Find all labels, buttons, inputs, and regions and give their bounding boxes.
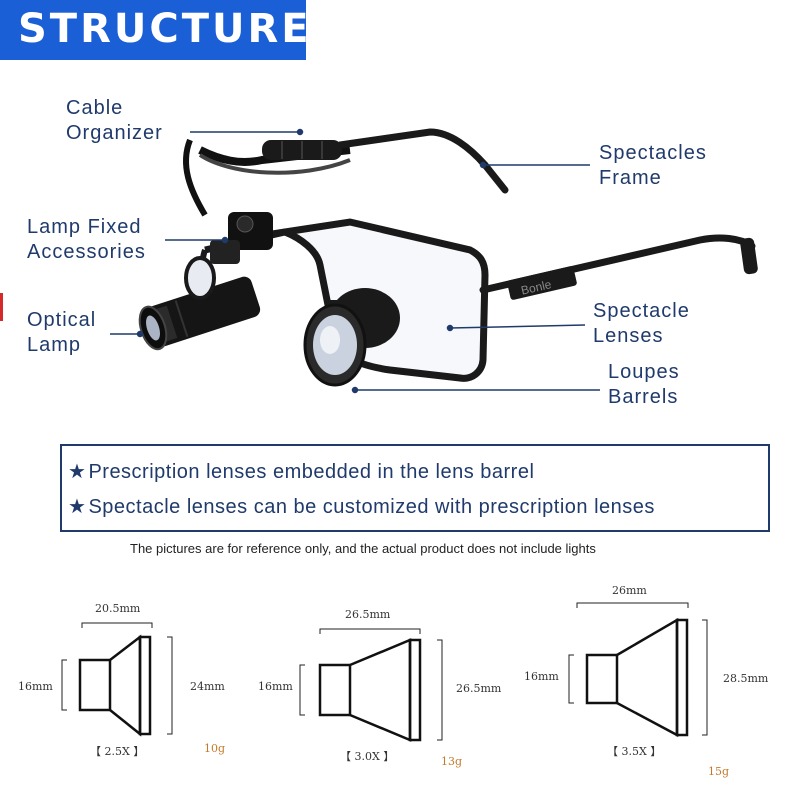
barrel2-left-dim: 16mm: [258, 680, 293, 693]
notes-box: ★Prescription lenses embedded in the len…: [60, 444, 770, 532]
optical-lamp: [138, 276, 261, 351]
brand-text: Bonle: [520, 277, 553, 298]
barrel2-right-dim: 26.5mm: [456, 682, 502, 695]
barrel1-weight: 10g: [204, 742, 225, 755]
far-temple-arm: [336, 128, 509, 194]
loupe-barrel: [303, 288, 400, 387]
barrel1-top-dim: 20.5mm: [95, 602, 141, 615]
leader-lines: [110, 128, 600, 394]
barrel-diagram-2: [318, 638, 422, 742]
callout-spectacle-lenses: Spectacle Lenses: [593, 300, 690, 347]
barrel1-magnification: 【 2.5X 】: [90, 745, 144, 758]
cable-loop: [182, 138, 208, 217]
barrel3-weight: 15g: [708, 765, 729, 778]
note-custom-lenses: ★Spectacle lenses can be customized with…: [68, 494, 655, 519]
barrel1-left-dim: 16mm: [18, 680, 53, 693]
barrel3-magnification: 【 3.5X 】: [607, 745, 661, 758]
banner-title: STRUCTURE: [18, 6, 312, 52]
barrel-diagram-1: [78, 634, 152, 737]
callout-cable-organizer: Cable Organizer: [66, 97, 163, 144]
callout-optical-lamp: Optical Lamp: [27, 309, 97, 356]
cable-lower: [198, 153, 351, 175]
edge-mark: [0, 293, 3, 321]
structure-banner: STRUCTURE: [0, 0, 309, 60]
callout-loupes-barrels: Loupes Barrels: [608, 361, 680, 408]
note-prescription-barrel: ★Prescription lenses embedded in the len…: [68, 459, 534, 484]
callout-lamp-fixed-accessories: Lamp Fixed Accessories: [27, 216, 146, 263]
barrel3-top-dim: 26mm: [612, 584, 647, 597]
barrel2-weight: 13g: [441, 755, 462, 768]
barrel-diagram-3: [585, 617, 689, 738]
barrel2-magnification: 【 3.0X 】: [340, 750, 394, 763]
brand-plate: [507, 266, 577, 300]
temple-tip: [740, 237, 758, 275]
barrel-dims-3: [568, 602, 708, 736]
barrel1-right-dim: 24mm: [190, 680, 225, 693]
left-loupe: [184, 256, 216, 300]
star-icon: ★: [68, 461, 87, 483]
star-icon: ★: [68, 496, 87, 518]
barrel3-left-dim: 16mm: [524, 670, 559, 683]
barrel-dims-1: [61, 622, 173, 735]
note-text-2: Spectacle lenses can be customized with …: [88, 496, 655, 518]
disclaimer: The pictures are for reference only, and…: [130, 541, 596, 556]
note-text-1: Prescription lenses embedded in the lens…: [88, 461, 535, 483]
barrel3-right-dim: 28.5mm: [723, 672, 769, 685]
callout-spectacles-frame: Spectacles Frame: [599, 142, 707, 189]
cable: [198, 146, 351, 166]
barrel2-top-dim: 26.5mm: [345, 608, 391, 621]
barrel-dims-2: [299, 628, 443, 741]
